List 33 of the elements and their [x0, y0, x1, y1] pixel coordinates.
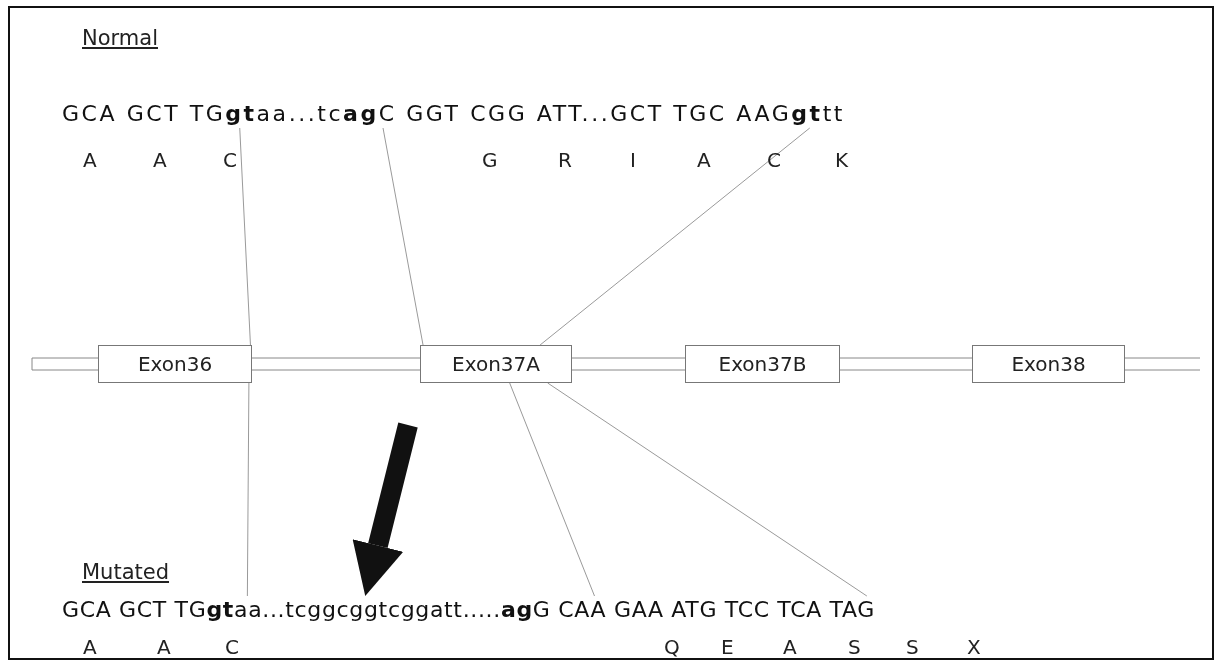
amino-acid-letter: A	[157, 635, 171, 659]
amino-acid-letter: A	[83, 148, 97, 172]
amino-acid-letter: Q	[664, 635, 680, 659]
amino-acid-letter: A	[153, 148, 167, 172]
mutation-arrow	[352, 422, 418, 596]
section-heading: Mutated	[82, 560, 169, 584]
leader-line	[547, 382, 868, 597]
exon-box: Exon37A	[420, 345, 572, 383]
amino-acid-letter: X	[967, 635, 981, 659]
amino-acid-letter: R	[558, 148, 572, 172]
leader-line	[246, 382, 250, 597]
leader-line	[382, 127, 424, 346]
amino-acid-letter: A	[83, 635, 97, 659]
section-heading: Normal	[82, 26, 158, 50]
amino-acid-letter: C	[225, 635, 239, 659]
sequence-text: GCA GCT TGgtaa...tcagC GGT CGG ATT...GCT TGC AAGgttt	[62, 100, 845, 128]
exon-box: Exon38	[972, 345, 1125, 383]
amino-acid-letter: I	[630, 148, 636, 172]
amino-acid-letter: G	[482, 148, 498, 172]
amino-acid-letter: C	[767, 148, 781, 172]
amino-acid-letter: K	[835, 148, 849, 172]
sequence-text: GCA GCT TGgtaa...tcggcggtcggatt.....agG CAA GAA ATG TCC TCA TAG	[62, 596, 875, 624]
amino-acid-letter: A	[697, 148, 711, 172]
amino-acid-letter: S	[906, 635, 919, 659]
exon-box: Exon36	[98, 345, 252, 383]
amino-acid-letter: S	[848, 635, 861, 659]
leader-line	[239, 127, 251, 346]
amino-acid-letter: E	[721, 635, 734, 659]
amino-acid-letter: A	[783, 635, 797, 659]
leader-line	[539, 127, 811, 346]
amino-acid-letter: C	[223, 148, 237, 172]
leader-line	[509, 382, 595, 597]
exon-box: Exon37B	[685, 345, 840, 383]
